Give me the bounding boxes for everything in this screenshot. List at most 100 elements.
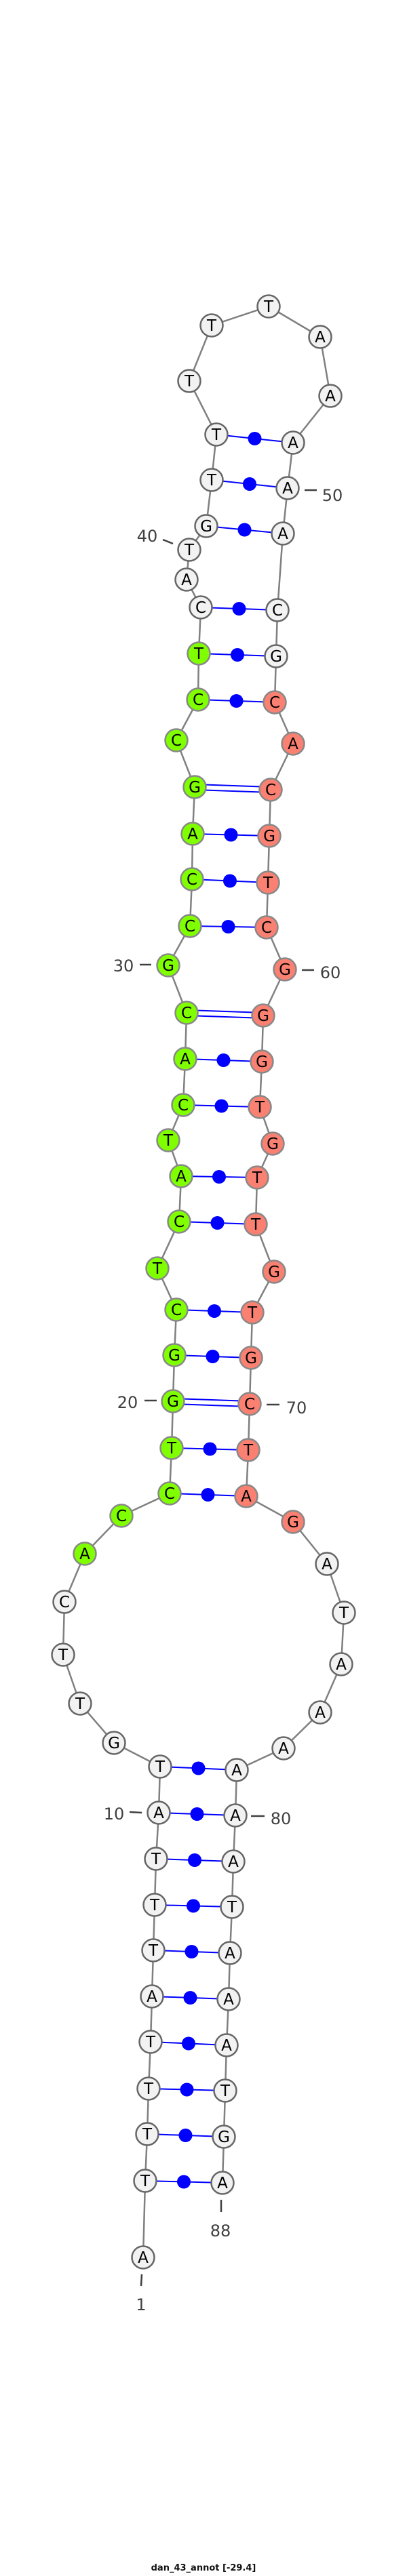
nucleotide-letter: T [143, 2080, 154, 2098]
nucleotide-79 [225, 1758, 249, 1782]
pair-dot [248, 432, 262, 445]
position-tick [129, 1811, 142, 1814]
nucleotide-letter: T [166, 1440, 177, 1457]
nucleotide-26 [156, 1128, 180, 1152]
nucleotide-letter: G [263, 828, 275, 845]
position-label-10: 10 [104, 1805, 125, 1824]
nucleotide-51 [271, 521, 295, 546]
nucleotide-letter: C [187, 871, 197, 889]
nucleotide-letter: T [206, 472, 217, 489]
position-label-60: 60 [320, 963, 341, 982]
nucleotide-84 [216, 1987, 241, 2011]
nucleotide-letter: A [288, 736, 298, 753]
nucleotide-letter: A [153, 1805, 164, 1822]
nucleotide-9 [144, 1847, 168, 1871]
nucleotide-66 [244, 1212, 268, 1236]
nucleotide-1 [131, 2245, 155, 2270]
nucleotide-letter: G [189, 779, 201, 797]
nucleotide-letter: T [227, 1899, 237, 1916]
nucleotide-letter: A [221, 2037, 232, 2055]
nucleotide-letter: A [180, 1051, 191, 1068]
nucleotide-88 [210, 2171, 235, 2195]
nucleotide-letter: C [265, 782, 276, 799]
nucleotide-letter: G [256, 1053, 268, 1071]
pair-dot [183, 1991, 197, 2005]
nucleotide-64 [260, 1131, 285, 1156]
nucleotide-letter: A [225, 1945, 235, 1963]
nucleotide-letter: T [250, 1216, 261, 1234]
nucleotide-13 [68, 1691, 92, 1716]
nucleotide-letter: T [163, 1132, 174, 1150]
gc-pair-line [187, 1009, 264, 1014]
pair-dot [224, 828, 238, 842]
nucleotide-letter: T [145, 2034, 156, 2051]
nucleotide-27 [171, 1093, 195, 1117]
nucleotide-23 [145, 1256, 170, 1281]
nucleotide-82 [220, 1895, 244, 1919]
pair-dot [229, 694, 244, 708]
position-label-80: 80 [271, 1809, 292, 1828]
position-label-40: 40 [137, 527, 158, 546]
nucleotide-letter: T [193, 645, 204, 663]
nucleotide-letter: T [152, 1260, 163, 1278]
nucleotide-letter: A [176, 1168, 187, 1186]
nucleotide-letter: T [263, 874, 273, 892]
nucleotide-letter: A [231, 1762, 242, 1779]
pair-dot [208, 1304, 221, 1318]
nucleotide-letter: C [171, 1302, 182, 1319]
nucleotide-30 [156, 953, 180, 978]
nucleotide-76 [329, 1652, 353, 1676]
nucleotide-letter: G [267, 1135, 279, 1153]
nucleotide-letter: C [171, 732, 182, 750]
nucleotide-34 [182, 775, 207, 799]
nucleotide-letter: A [315, 329, 326, 346]
pair-dot [231, 648, 244, 662]
pair-dot [216, 1053, 231, 1067]
nucleotide-16 [73, 1542, 97, 1566]
nucleotide-83 [218, 1941, 242, 1965]
nucleotide-letter: A [336, 1656, 347, 1674]
nucleotide-74 [315, 1552, 339, 1576]
nucleotide-29 [174, 1001, 199, 1025]
nucleotide-67 [262, 1260, 286, 1284]
nucleotide-letter: G [167, 1393, 179, 1411]
nucleotide-47 [308, 325, 332, 349]
nucleotide-letter: T [243, 1442, 254, 1460]
nucleotide-86 [213, 2078, 237, 2103]
position-label-70: 70 [286, 1398, 307, 1417]
nucleotide-letter: T [206, 317, 217, 335]
pair-dot [214, 1099, 229, 1113]
nucleotide-letter: A [138, 2249, 149, 2267]
nucleotide-letter: A [282, 480, 293, 498]
pair-dot [185, 1945, 199, 1958]
nucleotide-25 [169, 1164, 193, 1188]
nucleotide-letter: A [217, 2175, 228, 2192]
nucleotide-81 [221, 1849, 246, 1874]
nucleotide-46 [256, 294, 281, 319]
nucleotide-letter: A [187, 826, 198, 843]
nucleotide-40 [177, 538, 201, 562]
nucleotide-28 [173, 1047, 197, 1071]
nucleotide-8 [142, 1893, 167, 1917]
gc-pair-line [173, 1398, 250, 1403]
position-tick [140, 2274, 143, 2287]
nucleotide-61 [251, 1003, 275, 1028]
nucleotide-85 [214, 2033, 239, 2057]
nucleotide-10 [147, 1800, 171, 1825]
nucleotide-31 [178, 914, 202, 938]
nucleotide-letter: A [241, 1488, 252, 1506]
nucleotide-letter: T [211, 426, 222, 444]
nucleotide-59 [254, 915, 279, 940]
nucleotide-letter: G [268, 1264, 280, 1281]
nucleotide-44 [177, 369, 201, 393]
nucleotide-letter: T [338, 1605, 349, 1622]
pair-dot [212, 1170, 226, 1184]
nucleotide-14 [51, 1643, 75, 1667]
nucleotide-letter: C [178, 1097, 189, 1114]
position-label-20: 20 [117, 1393, 138, 1412]
nucleotide-letter: C [116, 1508, 127, 1525]
position-label-1: 1 [136, 2295, 146, 2314]
nucleotide-letter: T [220, 2082, 231, 2100]
nucleotide-letter: C [261, 919, 272, 937]
position-label-88: 88 [210, 2221, 231, 2240]
